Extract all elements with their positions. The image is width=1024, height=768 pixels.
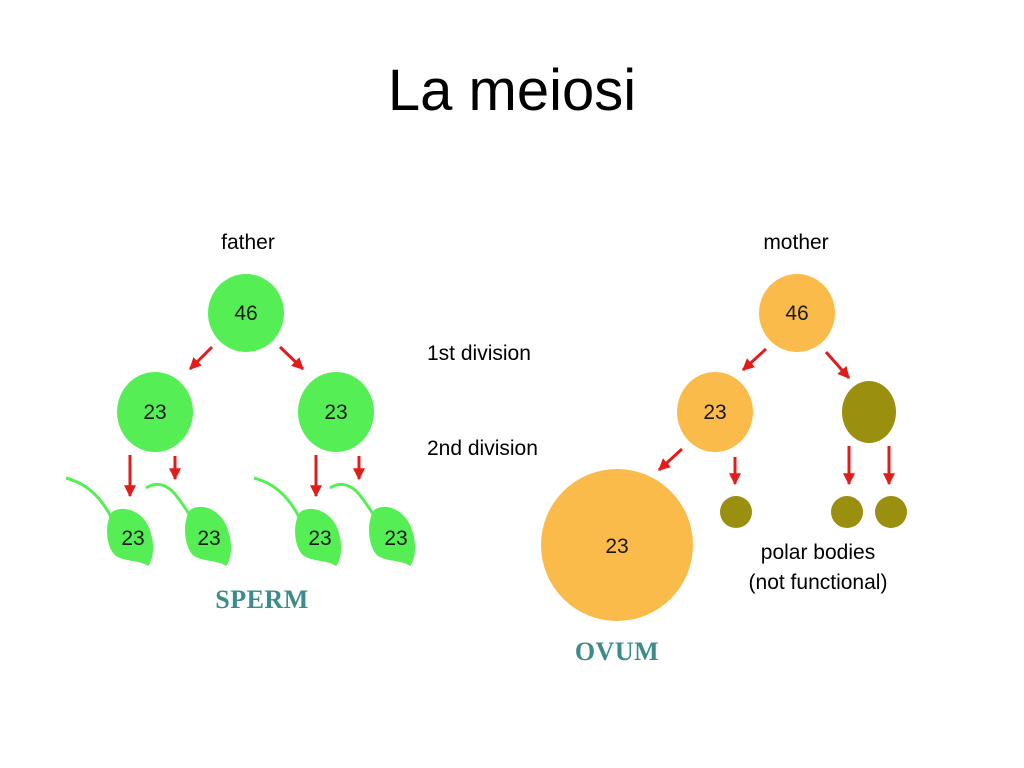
sperm-count-3: 23	[308, 527, 331, 550]
ovum-caption: OVUM	[575, 637, 659, 666]
mother-label: mother	[763, 231, 828, 254]
father-label: father	[221, 231, 275, 254]
father-daughter-count-2: 23	[324, 401, 347, 424]
sperm-cells: 23 23 23 23	[65, 476, 416, 566]
sperm-cell-4: 23	[329, 482, 416, 566]
father-first-division-arrows	[188, 345, 305, 371]
sperm-count-1: 23	[121, 527, 144, 550]
sperm-caption: SPERM	[215, 585, 309, 614]
first-division-label: 1st division	[427, 342, 531, 365]
polar-body	[831, 496, 863, 528]
polar-body	[875, 496, 907, 528]
father-daughter-cell-1	[117, 372, 193, 452]
arrow	[278, 345, 305, 371]
father-parent-count: 46	[234, 302, 257, 325]
polar-bodies-note: (not functional)	[749, 571, 888, 594]
first-polar-body	[842, 381, 896, 443]
mother-daughter-count: 23	[703, 401, 726, 424]
father-parent-cell	[208, 274, 284, 352]
sperm-count-2: 23	[197, 527, 220, 550]
slide-title: La meiosi	[387, 58, 637, 123]
sperm-cell-1: 23	[65, 476, 154, 566]
sperm-count-4: 23	[384, 527, 407, 550]
father-daughter-count-1: 23	[143, 401, 166, 424]
second-division-label: 2nd division	[427, 437, 538, 460]
father-daughter-cell-2	[298, 372, 374, 452]
mother-first-division-arrows	[741, 347, 851, 379]
ovum-cell	[541, 469, 693, 621]
arrow	[741, 347, 768, 372]
mother-parent-cell	[759, 274, 835, 352]
ovum-count: 23	[605, 535, 628, 558]
sperm-cell-3: 23	[253, 476, 342, 566]
sperm-cell-2: 23	[145, 482, 232, 566]
mother-parent-count: 46	[785, 302, 808, 325]
arrow	[188, 345, 214, 371]
father-second-division-arrows	[124, 455, 365, 498]
mother-second-division-arrows	[657, 446, 895, 486]
polar-bodies-label: polar bodies	[761, 541, 875, 564]
arrow	[657, 447, 684, 472]
arrow	[824, 351, 851, 379]
mother-daughter-cell	[677, 372, 753, 452]
polar-body	[720, 496, 752, 528]
